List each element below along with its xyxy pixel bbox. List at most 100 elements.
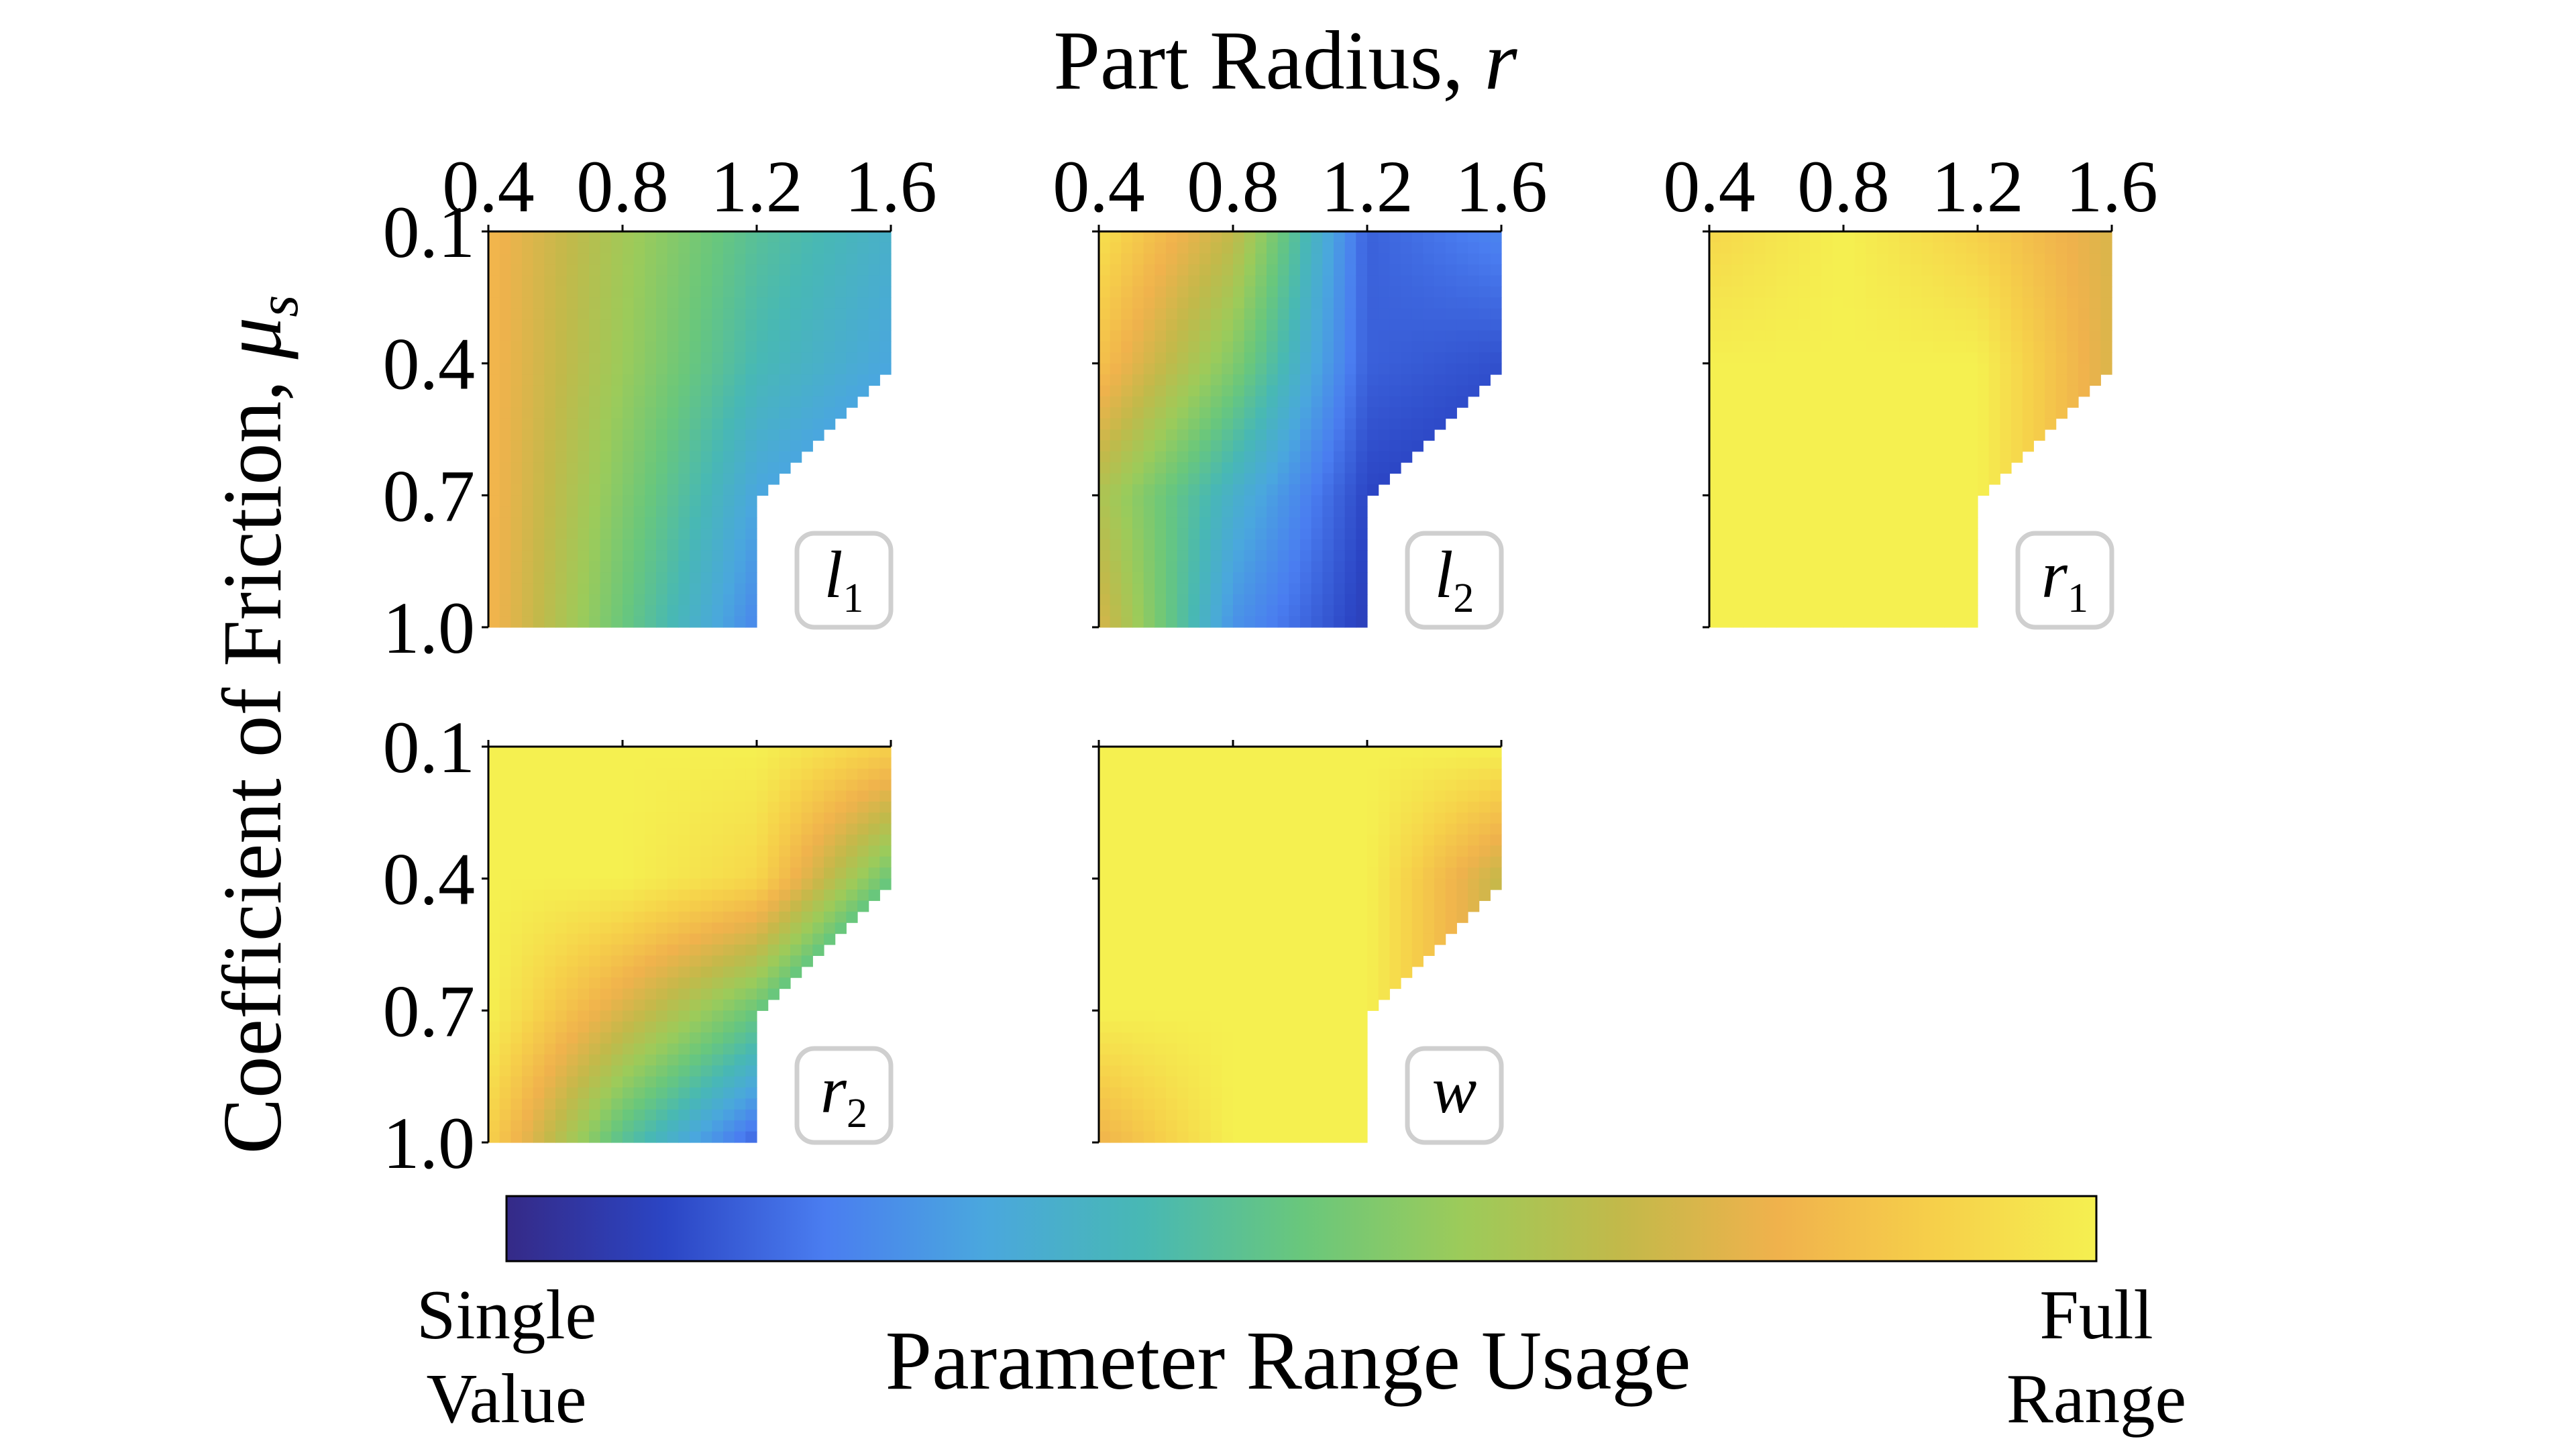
heatmap-cell — [1267, 867, 1279, 879]
heatmap-cell — [645, 1087, 657, 1099]
heatmap-cell — [846, 363, 858, 375]
heatmap-cell — [700, 319, 712, 331]
heatmap-cell — [879, 747, 892, 758]
heatmap-cell — [1821, 594, 1833, 606]
heatmap-cell — [544, 999, 556, 1011]
heatmap-cell — [801, 801, 813, 813]
heatmap-cell — [1155, 845, 1167, 857]
heatmap-cell — [499, 539, 511, 551]
heatmap-cell — [1933, 341, 1945, 353]
heatmap-cell — [611, 286, 623, 298]
heatmap-cell — [623, 911, 635, 923]
heatmap-cell — [767, 242, 780, 254]
heatmap-cell — [1490, 812, 1502, 824]
heatmap-cell — [824, 308, 836, 320]
heatmap-cell — [1233, 506, 1245, 518]
heatmap-cell — [1356, 823, 1368, 835]
heatmap-cell — [555, 747, 568, 758]
heatmap-cell — [1289, 801, 1301, 813]
heatmap-cell — [678, 845, 690, 857]
heatmap-cell — [1099, 297, 1111, 309]
heatmap-cell — [745, 605, 757, 617]
heatmap-cell — [600, 1065, 612, 1077]
heatmap-cell — [544, 572, 556, 584]
heatmap-cell — [734, 462, 746, 474]
heatmap-cell — [633, 319, 645, 331]
heatmap-cell — [1709, 528, 1721, 540]
heatmap-cell — [712, 856, 724, 868]
heatmap-cell — [1445, 396, 1457, 408]
heatmap-cell — [801, 890, 813, 902]
heatmap-cell — [1743, 451, 1755, 463]
heatmap-cell — [566, 605, 578, 617]
heatmap-cell — [734, 780, 746, 792]
heatmap-cell — [1888, 264, 1900, 276]
heatmap-cell — [1456, 780, 1468, 792]
heatmap-cell — [2045, 385, 2057, 397]
heatmap-cell — [2078, 253, 2090, 265]
heatmap-cell — [1356, 583, 1368, 595]
heatmap-cell — [767, 812, 780, 824]
heatmap-cell — [555, 1087, 568, 1099]
heatmap-cell — [578, 823, 590, 835]
heatmap-cell — [678, 1076, 690, 1088]
heatmap-cell — [1110, 583, 1122, 595]
heatmap-cell — [1411, 330, 1424, 342]
heatmap-cell — [499, 977, 511, 989]
heatmap-cell — [1255, 385, 1267, 397]
heatmap-cell — [1344, 616, 1356, 628]
heatmap-cell — [656, 319, 668, 331]
heatmap-cell — [1434, 286, 1446, 298]
heatmap-cell — [1155, 308, 1167, 320]
heatmap-cell — [1311, 242, 1323, 254]
heatmap-cell — [846, 253, 858, 265]
heatmap-cell — [1378, 363, 1390, 375]
heatmap-cell — [1110, 495, 1122, 507]
heatmap-cell — [1911, 429, 1923, 441]
heatmap-cell — [1099, 319, 1111, 331]
heatmap-cell — [1110, 319, 1122, 331]
heatmap-cell — [1132, 429, 1144, 441]
heatmap-cell — [1334, 297, 1346, 309]
heatmap-cell — [1143, 297, 1155, 309]
heatmap-cell — [1966, 561, 1978, 573]
heatmap-cell — [1832, 484, 1844, 496]
heatmap-cell — [511, 286, 523, 298]
heatmap-cell — [1832, 605, 1844, 617]
heatmap-cell — [1445, 812, 1457, 824]
heatmap-cell — [2033, 330, 2045, 342]
heatmap-cell — [678, 594, 690, 606]
heatmap-cell — [1743, 550, 1755, 562]
heatmap-cell — [1311, 484, 1323, 496]
heatmap-cell — [488, 374, 500, 386]
heatmap-cell — [1720, 319, 1732, 331]
heatmap-cell — [488, 757, 500, 769]
heatmap-cell — [645, 1076, 657, 1088]
heatmap-cell — [2045, 286, 2057, 298]
heatmap-cell — [1765, 253, 1777, 265]
heatmap-cell — [812, 242, 824, 254]
heatmap-cell — [1743, 561, 1755, 573]
heatmap-cell — [1199, 835, 1212, 847]
heatmap-cell — [790, 264, 802, 276]
heatmap-cell — [1267, 275, 1279, 287]
heatmap-cell — [1709, 583, 1721, 595]
heatmap-cell — [1367, 242, 1379, 254]
heatmap-cell — [1866, 473, 1878, 485]
heatmap-cell — [511, 308, 523, 320]
heatmap-cell — [1166, 945, 1178, 956]
heatmap-cell — [1222, 867, 1234, 879]
heatmap-cell — [824, 242, 836, 254]
heatmap-cell — [1222, 242, 1234, 254]
heatmap-cell — [1921, 528, 1933, 540]
heatmap-cell — [1944, 297, 1956, 309]
heatmap-cell — [857, 253, 869, 265]
heatmap-cell — [1267, 528, 1279, 540]
heatmap-cell — [623, 539, 635, 551]
heatmap-cell — [1344, 747, 1356, 758]
heatmap-cell — [1222, 988, 1234, 1000]
heatmap-cell — [757, 352, 769, 364]
heatmap-cell — [1423, 363, 1435, 375]
heatmap-cell — [1799, 583, 1811, 595]
heatmap-cell — [623, 572, 635, 584]
